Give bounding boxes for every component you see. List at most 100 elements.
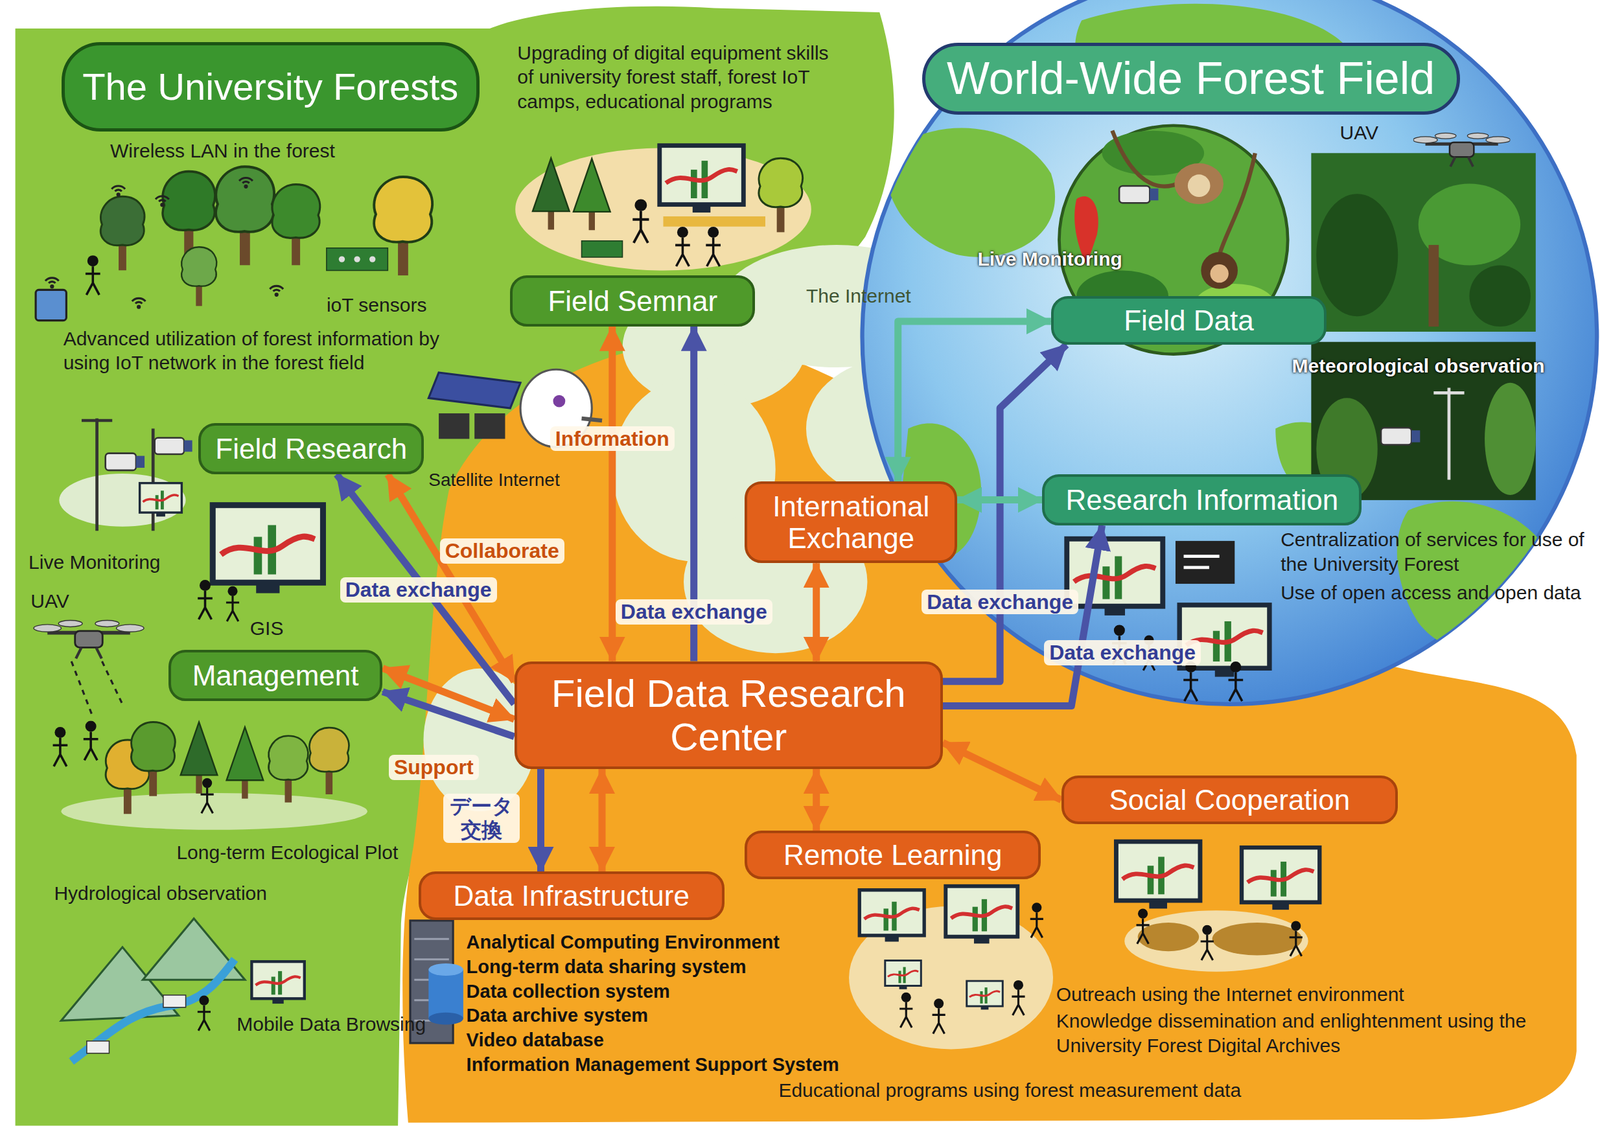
illustration-part [1011,980,1025,1016]
illustration-part [269,285,284,297]
illustration-part [86,1041,110,1054]
annotation: The Internet [806,283,912,309]
annotation: Satellite Internet [428,468,560,492]
annotation: Knowledge dissemination and enlightenmen… [1056,1008,1542,1058]
illustration-part [1209,264,1229,283]
edge-label: Support [388,754,479,781]
annotation: Meteorological observation [1291,353,1545,379]
process-box: International Exchange [744,481,958,564]
box-label: International Exchange [761,490,941,555]
remote-learning-picture [848,886,1054,1050]
annotation: Information Management Support System [466,1053,840,1077]
annotation: ioT sensors [326,292,428,318]
annotation: Advanced utilization of forest informati… [63,326,442,376]
illustration-part [1397,501,1563,656]
connector [898,321,1052,482]
annotation: Mobile Data Browsing [236,1012,426,1037]
illustration-part [53,727,69,767]
connector [957,496,1043,504]
process-box: Field Semnar [510,275,755,327]
illustration-part [353,255,360,262]
illustration-part [326,248,388,271]
connector [942,525,1103,707]
illustration-part [58,473,186,527]
illustration-part [428,963,464,976]
illustration-part [215,166,275,266]
illustration-part [1119,185,1159,203]
illustration-part [428,970,464,1020]
illustration-part [1413,132,1511,167]
edge-label: Data exchange [1043,640,1201,666]
annotation: UAV [30,589,69,614]
annotation: Live Monitoring [28,550,161,575]
connector [942,742,1062,800]
continents [885,3,1562,656]
illustration-part [154,438,193,455]
illustration-part [309,727,350,795]
region-heading: World-Wide Forest Field [922,42,1461,115]
illustration-part [632,198,649,244]
connector [812,769,820,831]
annotation: Upgrading of digital equipment skills of… [517,40,844,115]
annotation: Educational programs using forest measur… [778,1078,1241,1103]
illustration-part [139,483,183,518]
illustration-part [428,1012,464,1026]
illustration-part [45,278,59,289]
box-label: Field Semnar [526,285,739,317]
illustration-part [428,372,521,409]
illustration-part [1115,841,1201,909]
hydrology-picture [60,918,304,1063]
annotation: Analytical Computing Environment [466,930,780,954]
illustration-part [1228,661,1244,702]
box-label: Field Data [1067,304,1310,337]
process-box: Management [168,649,383,702]
illustration-part [33,620,144,660]
process-box: Research Information [1042,474,1362,526]
social-cooperation-picture [1115,841,1320,973]
box-label: Data Infrastructure [435,880,708,912]
illustration-part [1066,539,1163,616]
box-label: Field Data Research Center [536,672,921,759]
illustration-part [675,226,691,267]
illustration-part [1289,921,1303,957]
illustration-part [474,413,505,439]
illustration-part [438,413,470,439]
illustration-part [1469,265,1531,328]
illustration-part [226,586,240,622]
annotation: Centralization of services for use of th… [1280,527,1592,577]
connector [598,769,606,872]
illustration-part [1316,193,1398,317]
illustration-part [1112,130,1255,256]
illustration-part [35,289,67,321]
illustration-part [132,298,146,309]
hub-box: Field Data Research Center [514,661,943,770]
box-label: Research Information [1058,484,1345,516]
field-seminar-picture [515,145,812,271]
illustration-part [663,216,766,227]
annotation: Hydrological observation [53,881,267,906]
illustration-part [966,981,1004,1010]
illustration-part [581,241,623,258]
annotation: Data collection system [466,979,671,1004]
annotation: UAV [1339,120,1378,146]
illustration-part [369,255,376,262]
illustration-part [1137,922,1199,952]
region-heading: The University Forests [61,42,480,133]
illustration-part [573,158,611,231]
process-box: Data Infrastructure [418,871,725,921]
globe [862,0,1598,705]
process-box: Field Research [198,423,424,475]
box-label: Social Cooperation [1078,784,1382,816]
illustration-part [581,418,603,421]
illustration-part [1433,388,1464,481]
illustration-part [705,226,721,267]
illustration-part [1187,174,1211,198]
edge-label: データ交換 [443,793,520,844]
live-monitoring-picture [58,418,192,531]
illustration-part [163,995,186,1008]
connector [812,563,820,661]
illustration-part [100,196,144,271]
illustration-part [1174,163,1224,205]
